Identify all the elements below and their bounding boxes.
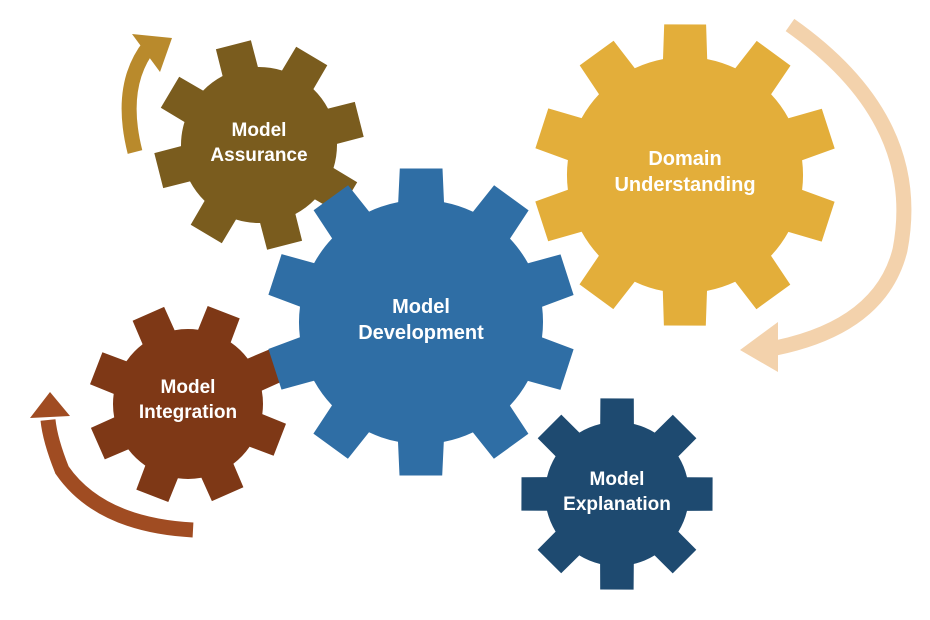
domain-understanding-gear: Domain Understanding <box>535 24 835 326</box>
model-development-label-line1: Model <box>392 296 450 318</box>
model-assurance-label-line2: Assurance <box>210 145 307 166</box>
model-development-label-line2: Development <box>358 322 484 344</box>
assurance-arrow <box>121 34 172 154</box>
model-assurance-label-line1: Model <box>232 120 287 141</box>
model-explanation-label-line2: Explanation <box>563 494 671 515</box>
domain-understanding-label-line1: Domain <box>648 148 721 170</box>
domain-understanding-label-line2: Understanding <box>614 174 755 196</box>
model-integration-label-line2: Integration <box>139 402 237 423</box>
model-integration-gear: Model Integration <box>90 306 286 502</box>
model-explanation-gear: Model Explanation <box>521 398 713 590</box>
model-integration-label-line1: Model <box>161 377 216 398</box>
integration-arrow <box>30 392 194 538</box>
model-assurance-gear: Model Assurance <box>154 40 364 250</box>
model-development-gear: Model Development <box>268 168 574 476</box>
domain-arrow <box>740 18 912 372</box>
model-explanation-label-line1: Model <box>590 469 645 490</box>
